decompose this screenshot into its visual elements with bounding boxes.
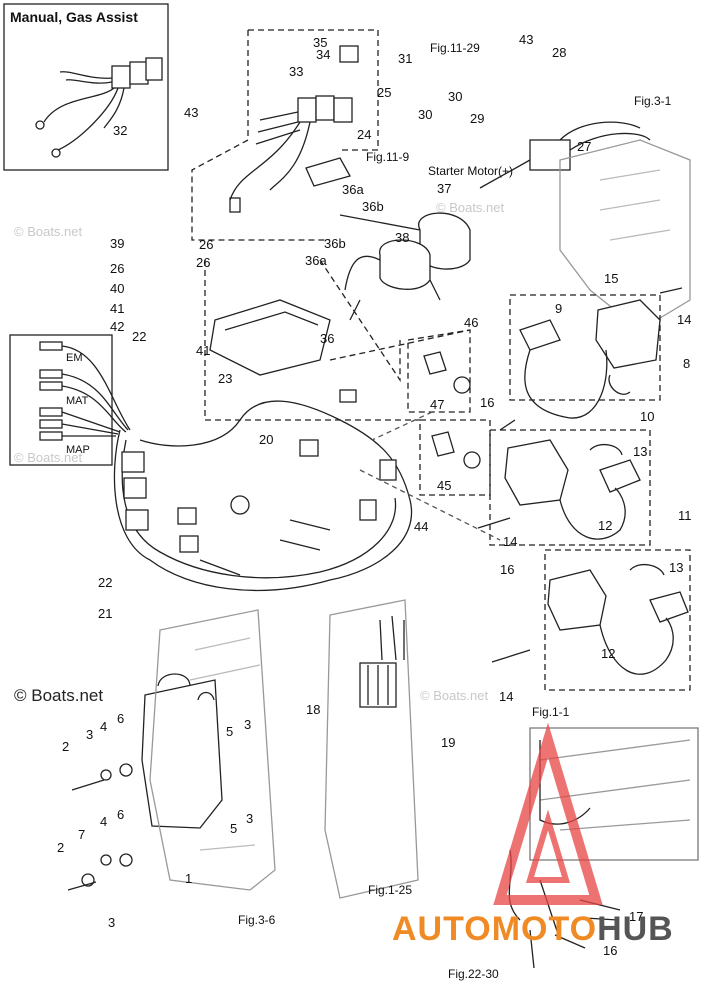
fig-ref-22-30[interactable]: Fig.22-30 [448, 967, 499, 981]
callout-39: 39 [110, 236, 125, 251]
harness-drawing [113, 389, 413, 592]
callout-22: 22 [98, 575, 113, 590]
brand-triangle-drawing [493, 722, 603, 905]
callout-34: 34 [316, 47, 331, 62]
fig-ref-1-25[interactable]: Fig.1-25 [368, 883, 413, 897]
callout-31: 31 [398, 51, 413, 66]
callout-36b-top: 36b [362, 199, 384, 214]
brand-part2: HUB [597, 910, 674, 948]
callout-29: 29 [470, 111, 485, 126]
inset-box [3, 3, 169, 171]
callout-33: 33 [289, 64, 304, 79]
watermark: © Boats.net [14, 224, 83, 239]
starter-motor-ref: Starter Motor(+) [428, 164, 514, 178]
callout-12-bottom: 12 [601, 646, 616, 661]
callout-42: 42 [110, 319, 125, 334]
callout-43-top: 43 [519, 32, 534, 47]
watermark: © Boats.net [14, 686, 104, 705]
callout-13-top: 13 [633, 444, 648, 459]
callout-36: 36 [320, 331, 335, 346]
callout-18: 18 [306, 702, 321, 717]
callout-21: 21 [98, 606, 113, 621]
callout-6-b: 6 [117, 807, 125, 822]
callout-11: 11 [678, 508, 692, 523]
callout-3-d: 3 [108, 915, 116, 930]
callout-41-a: 41 [110, 301, 125, 316]
callout-28: 28 [552, 45, 567, 60]
fig-ref-3-6[interactable]: Fig.3-6 [238, 913, 276, 927]
callout-15: 15 [604, 271, 619, 286]
fig-ref-11-29[interactable]: Fig.11-29 [430, 41, 480, 55]
callout-36b: 36b [324, 236, 346, 251]
fig-ref-11-9[interactable]: Fig.11-9 [366, 150, 410, 164]
callout-20: 20 [259, 432, 274, 447]
callout-3-c: 3 [246, 811, 254, 826]
callout-17: 17 [629, 909, 644, 924]
callout-14-mid: 14 [503, 534, 518, 549]
callout-25: 25 [377, 85, 392, 100]
sensor-label-em: EM [66, 352, 83, 364]
callout-22-top: 22 [132, 329, 147, 344]
watermark: © Boats.net [14, 450, 83, 465]
inset-relay-drawing [35, 57, 163, 158]
callout-32: 32 [113, 123, 128, 138]
callout-10: 10 [640, 409, 655, 424]
callout-3-b: 3 [244, 717, 252, 732]
callout-14-right: 14 [677, 312, 692, 327]
callout-36a-top: 36a [342, 182, 364, 197]
callout-24: 24 [357, 127, 372, 142]
callout-37: 37 [437, 181, 452, 196]
callout-6-a: 6 [117, 711, 125, 726]
callout-5-a: 5 [226, 724, 234, 739]
callout-5-b: 5 [230, 821, 238, 836]
callout-16-bottom: 16 [603, 943, 618, 958]
fig-ref-3-1[interactable]: Fig.3-1 [634, 94, 672, 108]
callout-47: 47 [430, 397, 445, 412]
sensor-label-mat: MAT [66, 395, 89, 407]
callout-36a: 36a [305, 253, 327, 268]
callout-30: 30 [418, 107, 433, 122]
callout-43-left: 43 [184, 105, 199, 120]
callout-44: 44 [414, 519, 429, 534]
callout-4-a: 4 [100, 719, 108, 734]
callout-40: 40 [110, 281, 125, 296]
callout-9: 9 [555, 301, 563, 316]
callout-30-top: 30 [448, 89, 463, 104]
callout-14-bottom: 14 [499, 689, 514, 704]
brand-part1: AUTOMOTO [392, 910, 598, 948]
callout-3-a: 3 [86, 727, 94, 742]
callout-46: 46 [464, 315, 479, 330]
callout-41-b: 41 [196, 343, 211, 358]
callout-23: 23 [218, 371, 233, 386]
relay-group-drawing [229, 45, 359, 213]
callout-16-mid: 16 [500, 562, 515, 577]
callout-26-b: 26 [196, 255, 211, 270]
sensor-connectors [39, 341, 131, 441]
callout-8: 8 [683, 356, 691, 371]
brand-logo: AUTOMOTOHUB [392, 910, 674, 949]
callout-35: 35 [313, 35, 328, 50]
callout-4-b: 4 [100, 814, 108, 829]
callout-7: 7 [78, 827, 86, 842]
callout-26-a: 26 [199, 237, 214, 252]
sensor-label-map: MAP [66, 444, 90, 456]
watermark: © Boats.net [436, 200, 505, 215]
callout-1: 1 [185, 871, 193, 886]
callout-45: 45 [437, 478, 452, 493]
callout-16-top: 16 [480, 395, 495, 410]
callout-38: 38 [395, 230, 410, 245]
callout-27: 27 [577, 139, 592, 154]
callout-19: 19 [441, 735, 456, 750]
callout-12-top: 12 [598, 518, 613, 533]
fig-ref-1-1[interactable]: Fig.1-1 [532, 705, 570, 719]
callout-2-a: 2 [62, 739, 70, 754]
callout-13-bottom: 13 [669, 560, 684, 575]
inset-title: Manual, Gas Assist [10, 9, 138, 25]
callout-2-b: 2 [57, 840, 65, 855]
watermark: © Boats.net [420, 688, 489, 703]
callout-26-c: 26 [110, 261, 125, 276]
